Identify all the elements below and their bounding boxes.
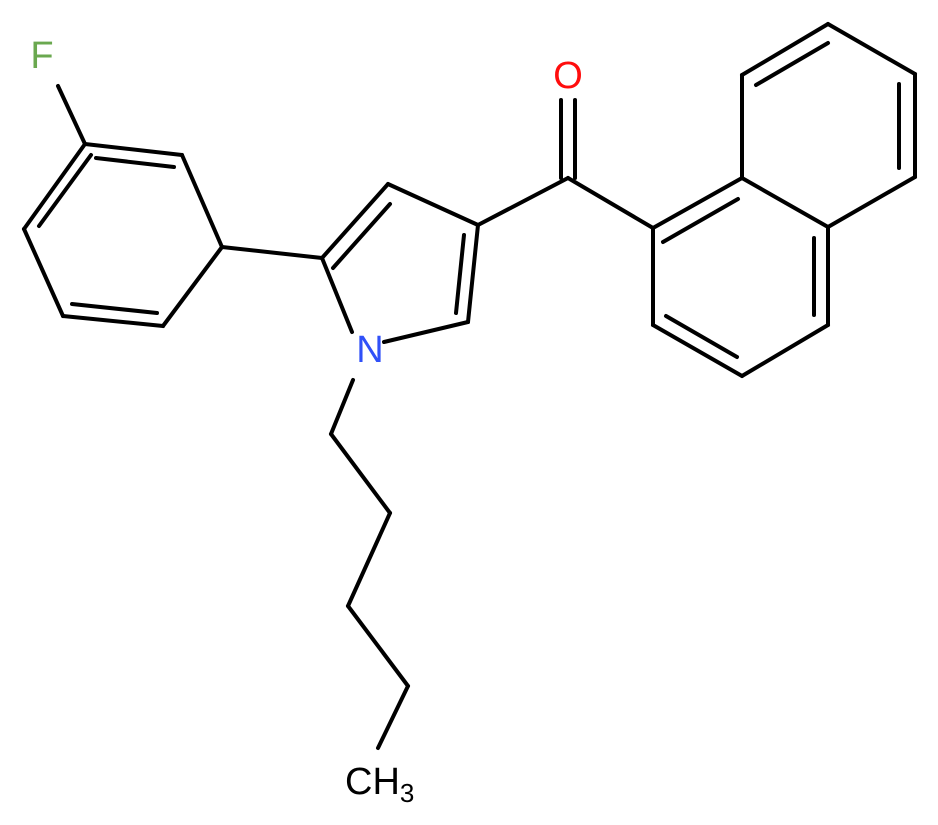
bond: [161, 245, 224, 328]
bond: [83, 142, 184, 157]
bond: [331, 202, 392, 270]
bond: [37, 153, 93, 228]
bond: [180, 153, 224, 249]
bond: [740, 323, 830, 378]
bond: [386, 182, 480, 227]
bond: [826, 22, 917, 76]
bond: [346, 511, 392, 608]
bond: [651, 323, 744, 378]
bond: [376, 684, 410, 750]
bond: [22, 227, 65, 318]
bond: [740, 22, 830, 77]
bond: [382, 320, 470, 344]
bond: [70, 302, 159, 315]
bond: [454, 233, 466, 315]
methyl-subscript: 3: [400, 778, 414, 808]
oxygen-label: O: [553, 55, 583, 97]
bond: [754, 41, 830, 87]
bond: [466, 223, 480, 324]
bond: [220, 245, 324, 260]
bond: [346, 604, 410, 688]
bond: [740, 176, 830, 229]
bond: [476, 176, 570, 227]
bond: [826, 175, 917, 229]
bonds: [22, 22, 917, 750]
bond: [320, 182, 390, 260]
bond: [94, 156, 176, 169]
bond: [320, 256, 354, 334]
bond: [651, 176, 744, 230]
bond: [664, 314, 739, 359]
bond: [661, 197, 740, 244]
fluorine-label: F: [30, 35, 53, 77]
bond: [61, 314, 165, 328]
bond: [329, 378, 355, 436]
nitrogen-label: N: [356, 329, 383, 371]
atom-labels: F O N CH3: [30, 35, 582, 808]
bond: [329, 432, 392, 515]
bond: [56, 84, 87, 146]
bond: [566, 176, 655, 230]
methyl-main: CH: [345, 761, 400, 803]
bond: [22, 142, 87, 231]
methyl-label: CH3: [345, 761, 414, 808]
